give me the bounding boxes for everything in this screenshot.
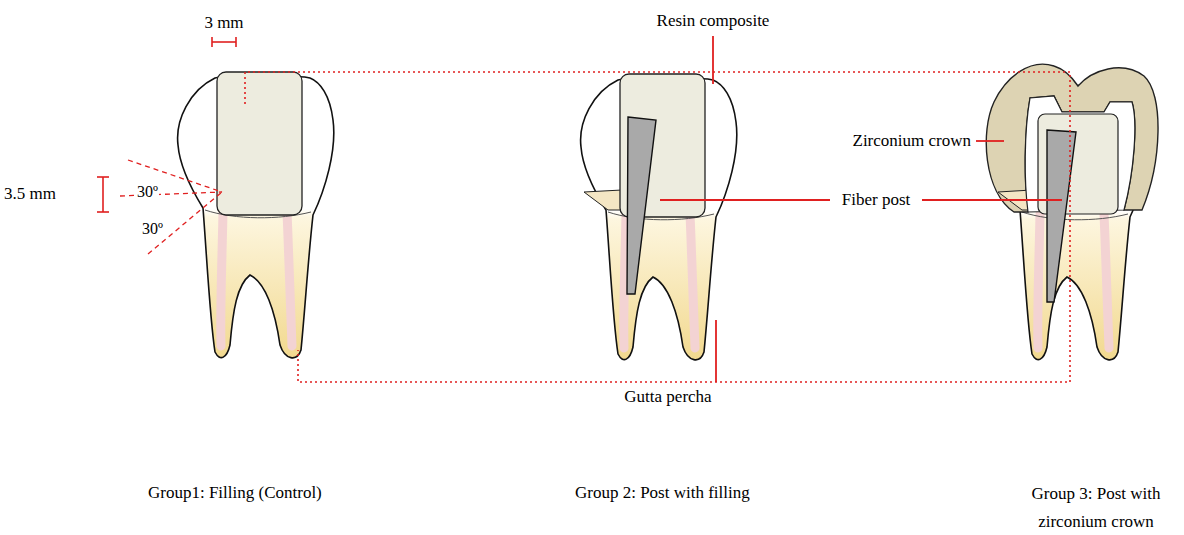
dotted-frame [245, 72, 1070, 382]
scale-bar [212, 37, 236, 47]
part-label: Fiber post [841, 189, 911, 211]
scale-bar-vertical [97, 177, 109, 212]
tooth-group3 [986, 64, 1158, 360]
angle-label: 30º [136, 181, 159, 203]
dimension-label: 3.5 mm [4, 183, 56, 205]
part-label: Resin composite [657, 10, 770, 32]
dimension-label: 3 mm [204, 12, 243, 34]
leader-lines [660, 36, 1062, 382]
bevel-angle-lines [120, 160, 222, 254]
part-label: Gutta percha [623, 386, 712, 408]
tooth-group2 [581, 74, 737, 360]
tooth-group1 [178, 72, 334, 358]
group-caption: Group 2: Post with filling [575, 482, 750, 504]
group-caption: Group 3: Post with zirconium crown [1014, 480, 1178, 535]
group-caption: Group1: Filling (Control) [148, 482, 322, 504]
angle-label: 30º [141, 218, 164, 240]
part-label: Zirconium crown [852, 130, 973, 152]
